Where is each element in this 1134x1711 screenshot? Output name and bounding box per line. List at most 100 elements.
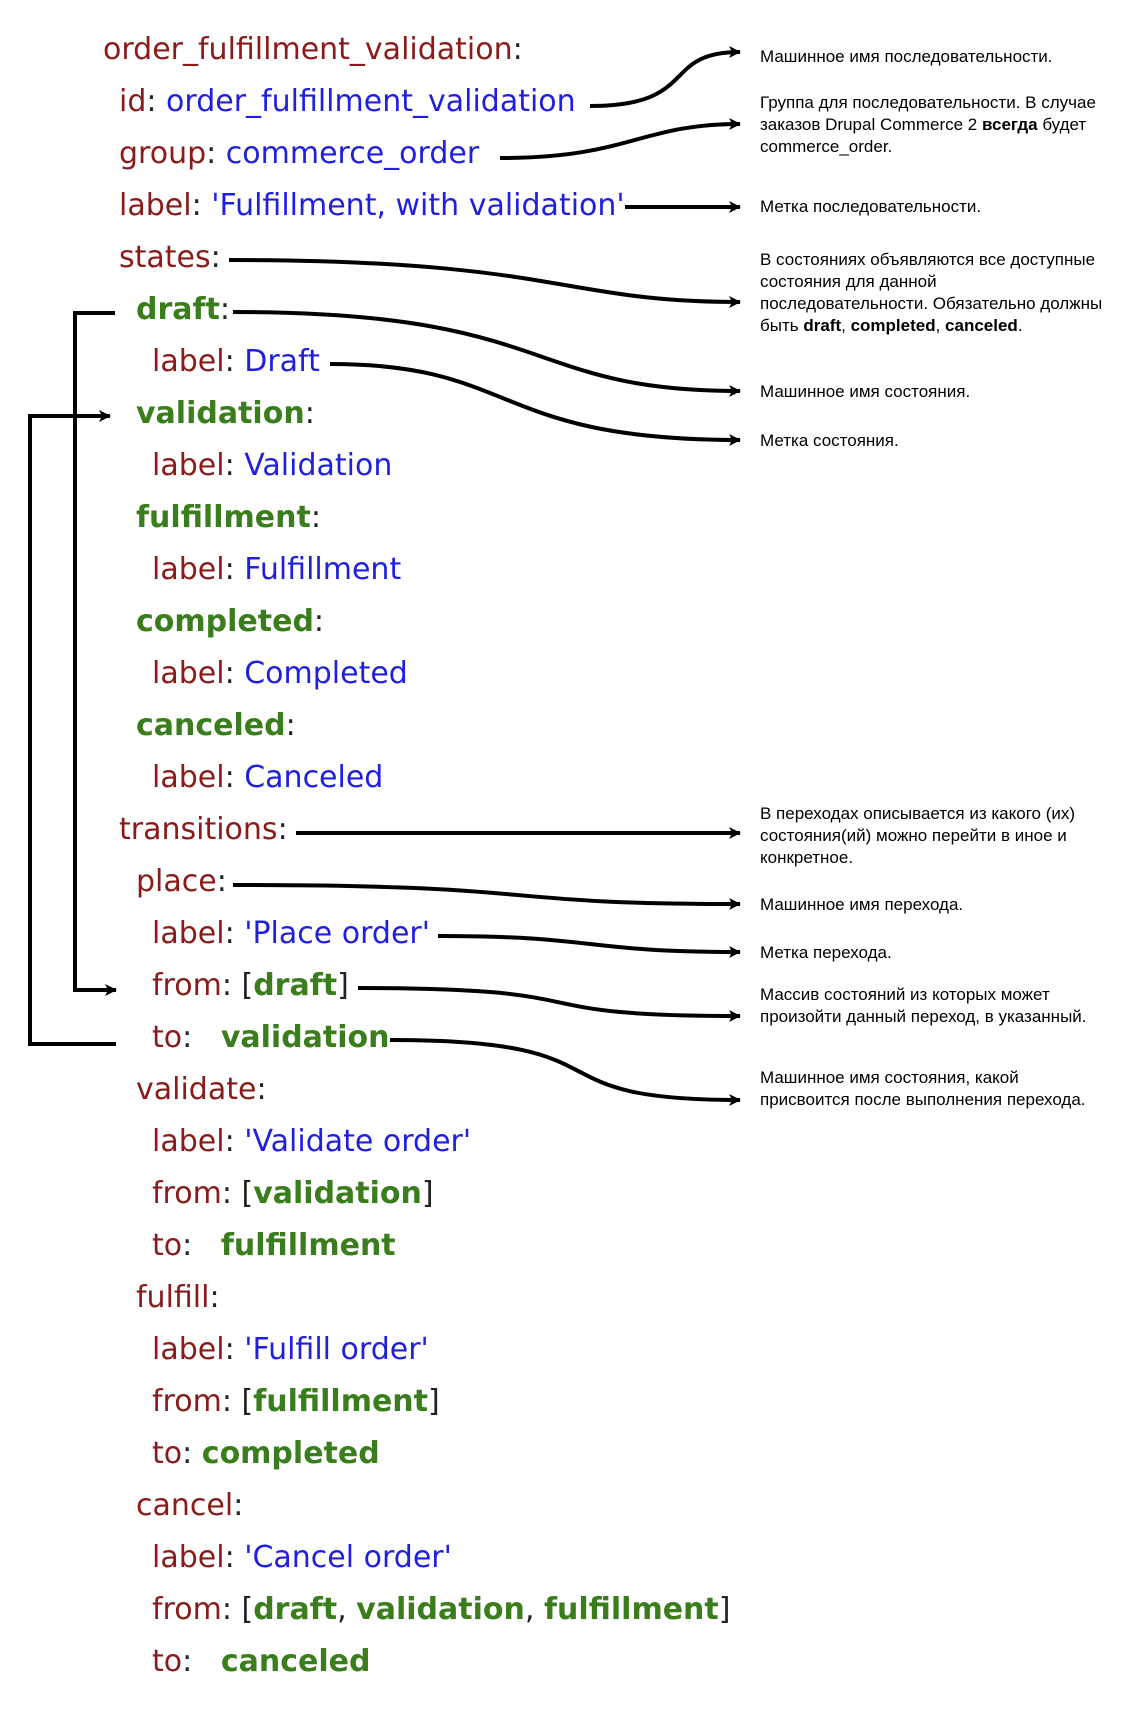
arrow-states-to-states-note <box>228 258 741 308</box>
state-key-completed: completed: <box>136 597 324 647</box>
close-bracket: ] <box>428 1384 440 1419</box>
note-group: Группа для последовательности. В случае … <box>760 92 1105 158</box>
note-machine-name: Машинное имя последовательности. <box>760 47 1053 66</box>
label-key: label <box>152 916 225 951</box>
label-key: label <box>152 1124 225 1159</box>
note-group-bold: всегда <box>981 115 1038 134</box>
label-key: label <box>152 448 225 483</box>
transition-key-validate: validate: <box>136 1065 267 1115</box>
state-name: canceled <box>136 708 286 743</box>
code-line-group: group: commerce_order <box>119 129 479 179</box>
from-key: from <box>152 1384 222 1419</box>
colon: : <box>224 1332 235 1367</box>
colon: : <box>191 188 202 223</box>
transition-label-line-validate: label: 'Validate order' <box>152 1117 471 1167</box>
code-line-states: states: <box>119 233 221 283</box>
from-key: from <box>152 1176 222 1211</box>
transition-label-value: 'Cancel order' <box>244 1540 452 1575</box>
colon: : <box>285 708 296 743</box>
state-name: draft <box>136 292 220 327</box>
colon: : <box>221 1592 232 1627</box>
state-key-draft: draft: <box>136 285 230 335</box>
state-name: completed <box>136 604 314 639</box>
transition-key-cancel: cancel: <box>136 1481 243 1531</box>
arrow-to-validation-loop <box>28 410 116 1046</box>
note-states-completed: completed <box>850 316 936 335</box>
arrow-to-to-to-note <box>389 1038 741 1106</box>
code-line-id: id: order_fulfillment_validation <box>119 77 576 127</box>
to-state: validation <box>220 1020 390 1055</box>
note-states-draft: draft <box>803 316 842 335</box>
note-states-sep: , <box>841 316 851 335</box>
colon: : <box>224 344 235 379</box>
open-bracket: [ <box>241 1592 254 1627</box>
label-key: label <box>152 760 225 795</box>
code-line-root: order_fulfillment_validation: <box>103 25 523 75</box>
transition-name: place <box>136 864 217 899</box>
from-state: validation <box>253 1176 422 1211</box>
colon: : <box>233 1488 244 1523</box>
note-state-machine-name: Машинное имя состояния. <box>760 382 971 401</box>
note-group-text: Группа для последовательности. В случае … <box>760 93 1096 134</box>
state-label-value: Completed <box>244 656 408 691</box>
colon: : <box>221 1384 232 1419</box>
from-state: fulfillment <box>543 1592 719 1627</box>
states-key: states <box>119 240 211 275</box>
label-key: label <box>152 656 225 691</box>
from-key: from <box>152 1592 222 1627</box>
transition-from-line-place: from: [draft] <box>152 961 349 1011</box>
note-transition-machine-name: Машинное имя перехода. <box>760 895 964 914</box>
state-label-line-fulfillment: label: Fulfillment <box>152 545 401 595</box>
label-value: 'Fulfillment, with validation' <box>211 188 625 223</box>
transition-name: validate <box>136 1072 257 1107</box>
state-label-line-draft: label: Draft <box>152 337 320 387</box>
transition-key-place: place: <box>136 857 227 907</box>
colon: : <box>182 1644 193 1679</box>
colon: : <box>313 604 325 639</box>
note-group-text-end: будет commerce_order. <box>760 115 1087 156</box>
transition-key-fulfill: fulfill: <box>136 1273 220 1323</box>
note-transitions: В переходах описывается из какого (их) с… <box>760 804 1076 867</box>
transition-from-line-fulfill: from: [fulfillment] <box>152 1377 440 1427</box>
colon: : <box>256 1072 267 1107</box>
colon: : <box>221 968 232 1003</box>
label-key: label <box>152 552 225 587</box>
transition-to-line-place: to: validation <box>152 1013 390 1063</box>
note-states-canceled: canceled <box>945 316 1018 335</box>
transition-label-line-place: label: 'Place order' <box>152 909 430 959</box>
colon: : <box>210 240 221 275</box>
state-name: fulfillment <box>136 500 311 535</box>
close-bracket: ] <box>337 968 349 1003</box>
colon: : <box>224 760 235 795</box>
transition-label-line-fulfill: label: 'Fulfill order' <box>152 1325 429 1375</box>
colon: : <box>221 1176 232 1211</box>
colon: : <box>206 136 217 171</box>
label-key: label <box>152 1332 225 1367</box>
state-key-fulfillment: fulfillment: <box>136 493 321 543</box>
transition-from-line-validate: from: [validation] <box>152 1169 434 1219</box>
note-label: Метка последовательности. <box>760 197 982 216</box>
arrow-draft-to-from-loop <box>73 311 117 996</box>
code-line-transitions: transitions: <box>119 805 288 855</box>
transition-from-line-cancel: from: [draft, validation, fulfillment] <box>152 1585 730 1635</box>
state-label-value: Fulfillment <box>244 552 402 587</box>
colon: : <box>224 1540 235 1575</box>
note-states-sep: , <box>935 316 946 335</box>
open-bracket: [ <box>241 1384 254 1419</box>
state-label-line-completed: label: Completed <box>152 649 408 699</box>
transition-name: fulfill <box>136 1280 210 1315</box>
arrow-draft-to-state-machine-name <box>232 310 741 397</box>
colon: : <box>304 396 315 431</box>
id-key: id <box>119 84 147 119</box>
note-states: В состояниях объявляются все доступные с… <box>760 249 1105 337</box>
state-label-value: Draft <box>244 344 320 379</box>
arrow-id-to-machine-name <box>589 46 741 108</box>
arrow-group-to-group-note <box>499 118 741 160</box>
to-state: completed <box>201 1436 380 1471</box>
group-value: commerce_order <box>225 136 480 171</box>
colon: : <box>224 448 235 483</box>
code-line-label: label: 'Fulfillment, with validation' <box>119 181 625 231</box>
colon: : <box>224 916 235 951</box>
state-label-value: Validation <box>244 448 393 483</box>
id-value: order_fulfillment_validation <box>166 84 576 119</box>
